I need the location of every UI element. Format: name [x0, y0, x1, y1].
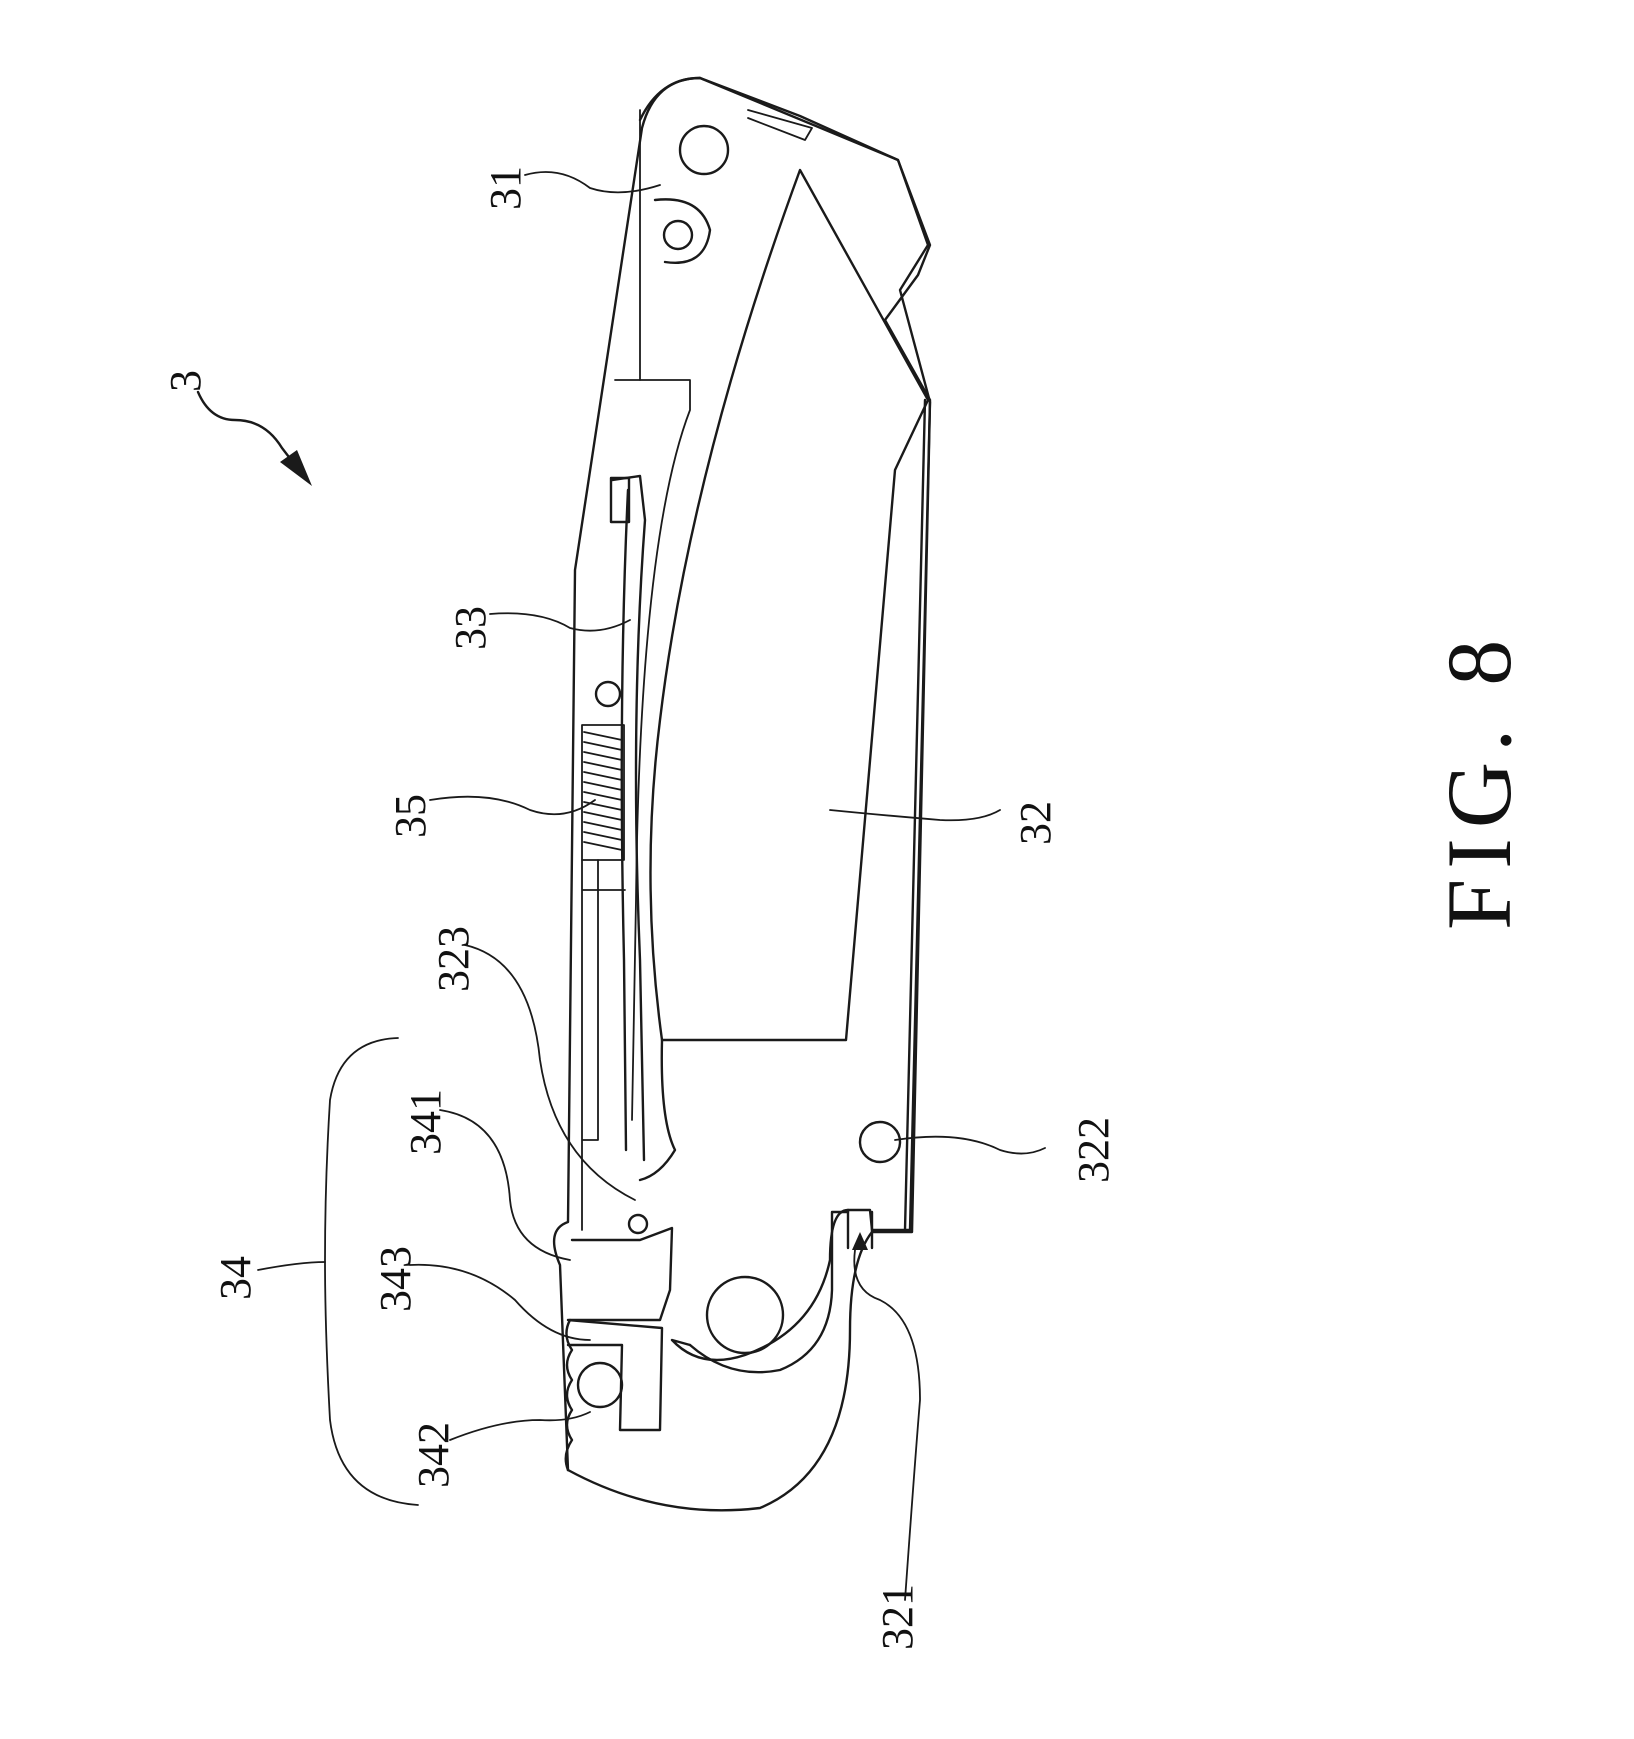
liner-groove-outer [614, 379, 691, 1121]
leader-342 [449, 1411, 591, 1441]
coil-spring-windings [583, 731, 623, 851]
lock-body-341 [568, 1226, 674, 1322]
bracket-34 [324, 1037, 419, 1506]
label-35: 35 [386, 794, 435, 838]
leader-322 [894, 1135, 1046, 1155]
leader-3 [196, 390, 307, 480]
blade-tang-323 [638, 1038, 677, 1182]
pivot-hole-small [662, 219, 694, 251]
coil-spring-35 [581, 724, 625, 861]
label-321: 321 [873, 1584, 922, 1650]
label-33: 33 [446, 606, 495, 650]
label-34: 34 [211, 1256, 260, 1300]
pivot-hole-rim [653, 198, 712, 264]
leader-33 [489, 612, 631, 632]
label-323: 323 [429, 926, 478, 992]
lock-roller-342 [576, 1361, 624, 1409]
leader-31 [524, 171, 661, 194]
leader-341 [439, 1109, 571, 1261]
blade-outline [649, 168, 930, 1042]
lock-serrated-edge [564, 1318, 574, 1472]
label-32: 32 [1011, 801, 1060, 845]
upper-notch [747, 109, 813, 141]
leader-321 [853, 1249, 921, 1601]
label-343: 343 [371, 1246, 420, 1312]
stop-pin-hole-322 [858, 1120, 902, 1164]
label-3: 3 [161, 370, 210, 392]
leader-323 [464, 944, 636, 1201]
liner-hole [594, 680, 622, 708]
leader-32 [829, 809, 1001, 822]
leader-35 [429, 795, 596, 816]
bracket-34-arrow [257, 1261, 326, 1271]
lock-spring-tip [609, 476, 631, 524]
arrowhead-3 [280, 450, 312, 486]
notch-arrow [852, 1232, 868, 1250]
lock-spring-33 [610, 474, 647, 1162]
leader-343 [409, 1263, 591, 1341]
slider-channel [581, 859, 626, 1231]
notch-321 [846, 1208, 874, 1250]
lock-button-343 [566, 1318, 664, 1432]
pivot-hole-large [678, 124, 730, 176]
lock-spring-33-inner [620, 488, 630, 1152]
lock-pin [627, 1213, 649, 1235]
label-342: 342 [409, 1422, 458, 1488]
label-322: 322 [1069, 1117, 1118, 1183]
handle-bottom-curve [566, 1230, 874, 1512]
label-341: 341 [401, 1089, 450, 1155]
figure-caption: FIG. 8 [1428, 630, 1530, 930]
handle-left-edge [552, 76, 702, 1472]
pivot-cutout [688, 1210, 850, 1374]
label-31: 31 [481, 166, 530, 210]
handle-spine [698, 76, 932, 1234]
handle-outline [638, 76, 932, 1362]
main-pivot-hole [705, 1275, 785, 1355]
